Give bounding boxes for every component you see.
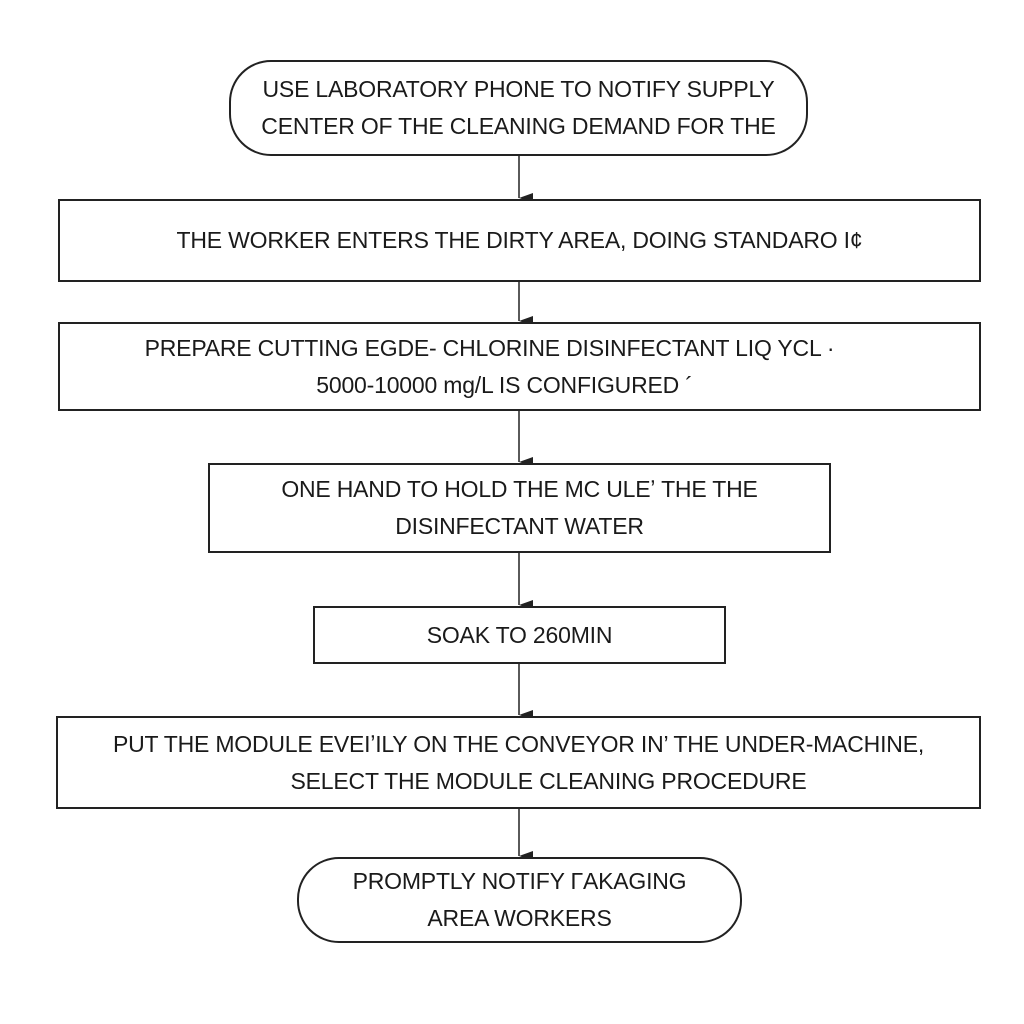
step-text: ONE HAND TO HOLD THE MC ULEʼ THE THE <box>281 476 758 502</box>
process-step-hold-module: ONE HAND TO HOLD THE MC ULEʼ THE THE DIS… <box>208 463 831 553</box>
process-step-soak: SOAK TO 260MIN <box>313 606 726 664</box>
start-terminal: USE LABORATORY PHONE TO NOTIFY SUPPLY CE… <box>229 60 808 156</box>
step-text: PUT THE MODULE EVEIʼILY ON THE CONVEYOR … <box>112 730 925 757</box>
process-step-prepare-disinfectant: PREPARE CUTTING EGDE- CHLORINE DISINFECT… <box>58 322 981 411</box>
process-step-conveyor: PUT THE MODULE EVEIʼILY ON THE CONVEYOR … <box>56 716 981 809</box>
step-text: 5000-10000 mg/L IS CONFIGURED ´ <box>316 371 693 398</box>
step-text: CENTER OF THE CLEANING DEMAND FOR THE <box>261 113 776 139</box>
step-text: PREPARE CUTTING EGDE- CHLORINE DISINFECT… <box>144 334 835 361</box>
step-text: SOAK TO 260MIN <box>426 621 613 648</box>
step-text: THE WORKER ENTERS THE DIRTY AREA, DOING … <box>176 227 863 253</box>
end-terminal: PROMPTLY NOTIFY ΓAKAGING AREA WORKERS <box>297 857 742 943</box>
step-text: SELECT THE MODULE CLEANING PROCEDURE <box>290 767 807 794</box>
step-text: DISINFECTANT WATER <box>395 513 644 539</box>
process-step-enter-dirty-area: THE WORKER ENTERS THE DIRTY AREA, DOING … <box>58 199 981 282</box>
step-text: AREA WORKERS <box>427 905 612 931</box>
step-text: USE LABORATORY PHONE TO NOTIFY SUPPLY <box>262 76 775 102</box>
step-text: PROMPTLY NOTIFY ΓAKAGING <box>352 868 687 894</box>
